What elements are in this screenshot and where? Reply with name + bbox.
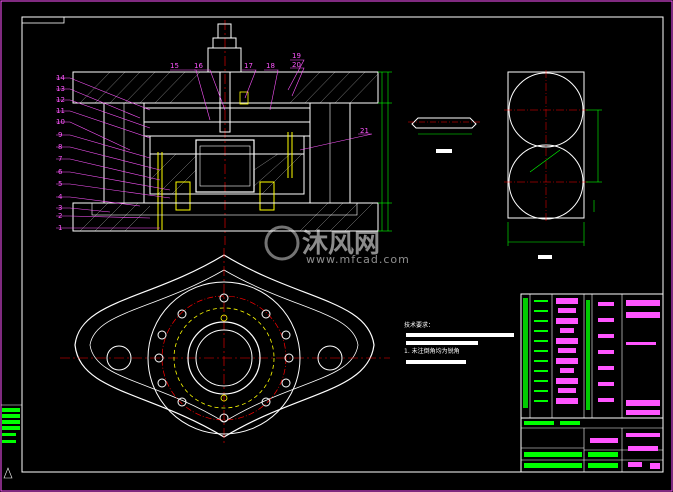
part-label: 12 [56, 96, 65, 104]
part-label: 9 [58, 131, 62, 139]
part-label: 11 [56, 107, 65, 115]
part-label-group: 1 2 3 4 5 6 7 8 9 10 11 12 13 14 15 16 1… [56, 52, 369, 232]
plan-view [60, 248, 390, 445]
watermark-logo-icon [264, 225, 300, 261]
part-label: 7 [58, 155, 62, 163]
part-label: 8 [58, 143, 62, 151]
part-label: 17 [244, 62, 253, 70]
watermark-brand: 沐风网 [302, 229, 380, 259]
binding-strip [1, 404, 22, 479]
watermark-url: www.mfcad.com [306, 253, 410, 266]
part-label: 14 [56, 74, 65, 82]
part-label: 15 [170, 62, 179, 70]
part-label: 2 [58, 212, 62, 220]
part-label: 3 [58, 204, 62, 212]
drawing-code-box [21, 16, 65, 24]
part-label: 16 [194, 62, 203, 70]
title-block [520, 417, 664, 473]
section-view [72, 20, 392, 245]
part-label: 10 [56, 118, 65, 126]
watermark: 沐风网 www.mfcad.com [264, 225, 410, 266]
part-label: 1 [58, 224, 62, 232]
technical-requirements: 技术要求： 1. 未注倒角均为锐角 [404, 321, 514, 364]
part-label: 21 [360, 127, 369, 135]
notes-item-1: 1. 未注倒角均为锐角 [404, 347, 460, 355]
strip-layout-view [504, 70, 602, 259]
drawing-frame [21, 16, 664, 473]
part-label: 18 [266, 62, 275, 70]
bom-table [520, 293, 664, 419]
part-label: 6 [58, 168, 63, 176]
part-label: 20 [292, 61, 301, 69]
notes-heading: 技术要求： [404, 321, 434, 329]
part-profile-view [408, 117, 482, 153]
part-label: 5 [58, 180, 62, 188]
part-label: 19 [292, 52, 301, 60]
part-label: 4 [58, 193, 63, 201]
part-label: 13 [56, 85, 65, 93]
part-leaders [56, 59, 373, 229]
